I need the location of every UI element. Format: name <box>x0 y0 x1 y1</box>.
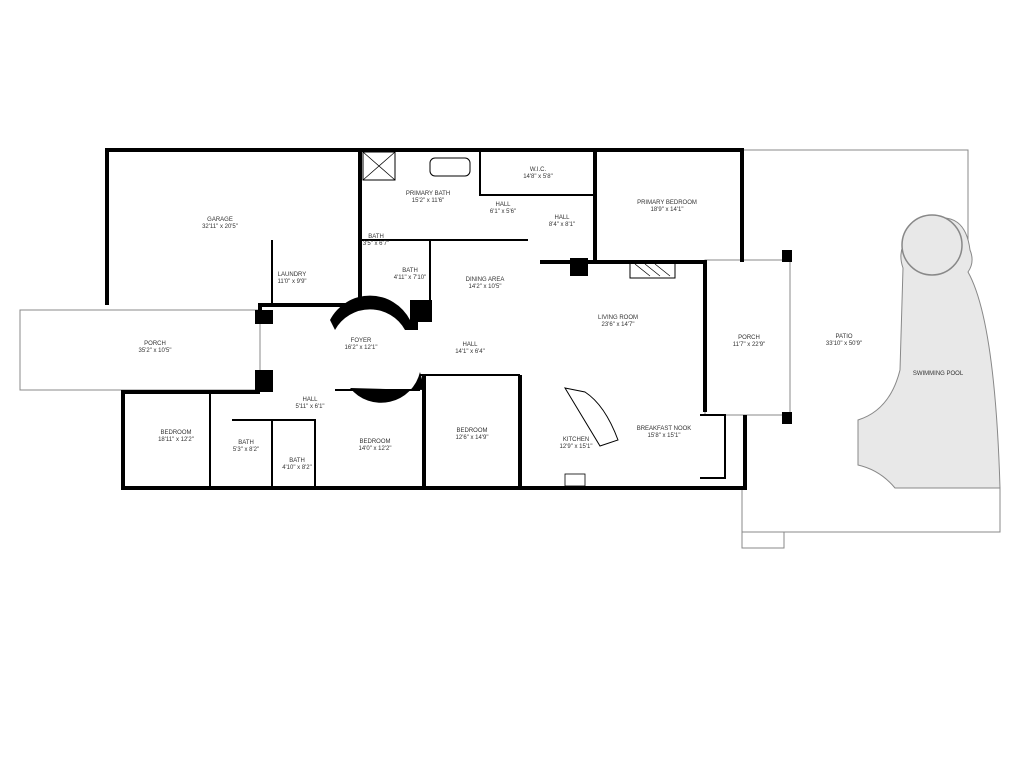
nook-label: BREAKFAST NOOK <box>637 426 692 432</box>
primary-bath-label: PRIMARY BATH <box>406 191 450 197</box>
bedroom-label: BEDROOM <box>359 439 390 445</box>
patio-area <box>741 149 1001 549</box>
patio-size: 33'10" x 50'9" <box>826 341 862 347</box>
porch-size: 35'2" x 10'5" <box>139 348 172 354</box>
primary-bath-size: 15'2" x 11'6" <box>412 198 444 204</box>
foyer-arch <box>330 295 418 330</box>
swimming-pool <box>857 214 1001 489</box>
bath-size: 3'5" x 6'7" <box>363 241 389 247</box>
hall-size: 5'11" x 6'1" <box>295 404 324 410</box>
bathtub <box>429 157 471 177</box>
bath-size: 5'3" x 8'2" <box>233 447 259 453</box>
laundry-size: 11'0" x 9'9" <box>277 279 306 285</box>
kitchen-label: KITCHEN <box>563 437 589 443</box>
hall-label: HALL <box>554 215 570 221</box>
patio-label: PATIO <box>835 334 852 340</box>
laundry-label: LAUNDRY <box>278 272 307 278</box>
bath-label: BATH <box>238 440 254 446</box>
bath-size: 4'10" x 8'2" <box>282 465 312 471</box>
foyer-size: 16'2" x 12'1" <box>345 345 378 351</box>
dining-size: 14'2" x 10'5" <box>469 284 502 290</box>
primary-bedroom-size: 18'9" x 14'1" <box>651 207 684 213</box>
bedroom-size: 14'0" x 12'2" <box>359 446 392 452</box>
garage-label: GARAGE <box>207 217 233 223</box>
bath-label: BATH <box>368 234 384 240</box>
wic-size: 14'8" x 5'8" <box>523 174 553 180</box>
dining-label: DINING AREA <box>466 277 505 283</box>
bath-size: 4'11" x 7'10" <box>394 275 426 281</box>
hall-label: HALL <box>302 397 318 403</box>
porch-label: PORCH <box>144 341 166 347</box>
bedroom-label: BEDROOM <box>160 430 191 436</box>
porch-size: 11'7" x 22'9" <box>733 342 765 348</box>
bedroom-size: 12'6" x 14'9" <box>456 435 489 441</box>
room-labels: GARAGE 32'11" x 20'5" PRIMARY BATH 15'2"… <box>139 167 964 471</box>
hall-label: HALL <box>495 202 511 208</box>
shower <box>362 151 396 181</box>
nook-size: 15'8" x 15'1" <box>648 433 681 439</box>
kitchen-size: 12'9" x 15'1" <box>560 444 593 450</box>
garage-size: 32'11" x 20'5" <box>202 224 238 230</box>
living-size: 23'6" x 14'7" <box>602 322 635 328</box>
porch-label: PORCH <box>738 335 760 341</box>
hall-size: 6'1" x 5'6" <box>490 209 516 215</box>
bedroom-size: 18'11" x 12'2" <box>158 437 194 443</box>
living-label: LIVING ROOM <box>598 315 638 321</box>
foyer-label: FOYER <box>351 338 372 344</box>
bath-label: BATH <box>289 458 305 464</box>
wic-label: W.I.C. <box>530 167 547 173</box>
bedroom-label: BEDROOM <box>456 428 487 434</box>
hall-size: 14'1" x 6'4" <box>455 349 485 355</box>
pool-label: SWIMMING POOL <box>913 371 964 377</box>
hall-size: 8'4" x 8'1" <box>549 222 575 228</box>
primary-bedroom-label: PRIMARY BEDROOM <box>637 200 697 206</box>
bath-label: BATH <box>402 268 418 274</box>
hall-label: HALL <box>462 342 478 348</box>
fireplace <box>629 261 676 279</box>
kitchen-island <box>563 387 619 447</box>
